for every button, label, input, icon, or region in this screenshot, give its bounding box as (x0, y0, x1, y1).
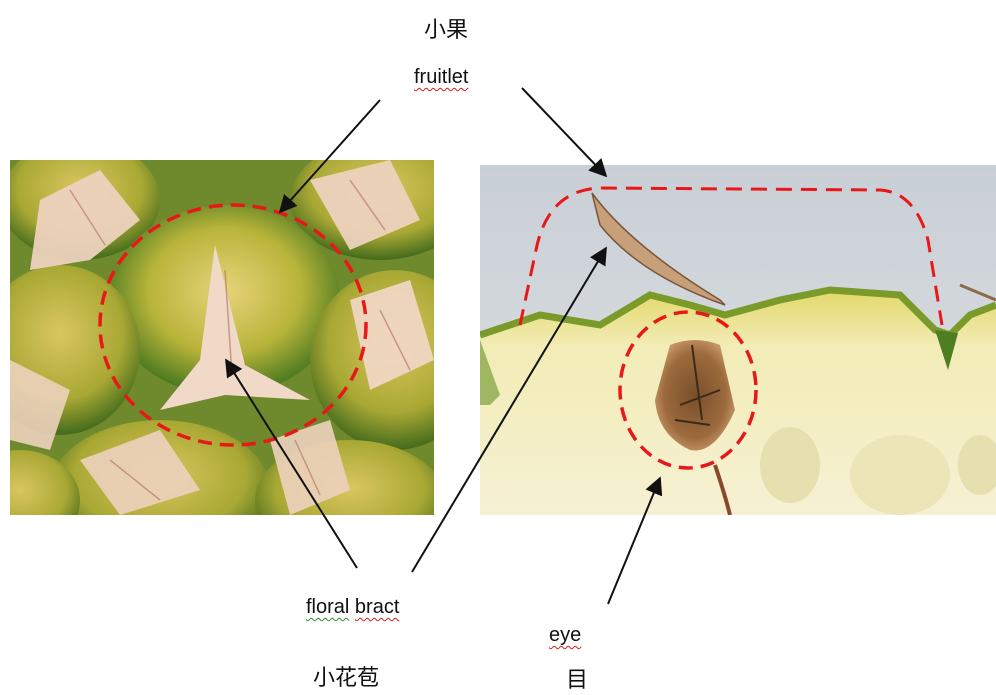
fruitlet-dashed-circle (100, 205, 366, 445)
fruitlet-arrow-left (280, 100, 380, 212)
floral-bract-arrow-left (226, 360, 357, 568)
floral-bract-arrow-right (412, 248, 606, 572)
eye-dashed-circle (620, 312, 756, 468)
fruitlet-arrow-right (522, 88, 606, 176)
eye-arrow (608, 478, 660, 604)
fruitlet-dashed-bracket (520, 188, 942, 325)
